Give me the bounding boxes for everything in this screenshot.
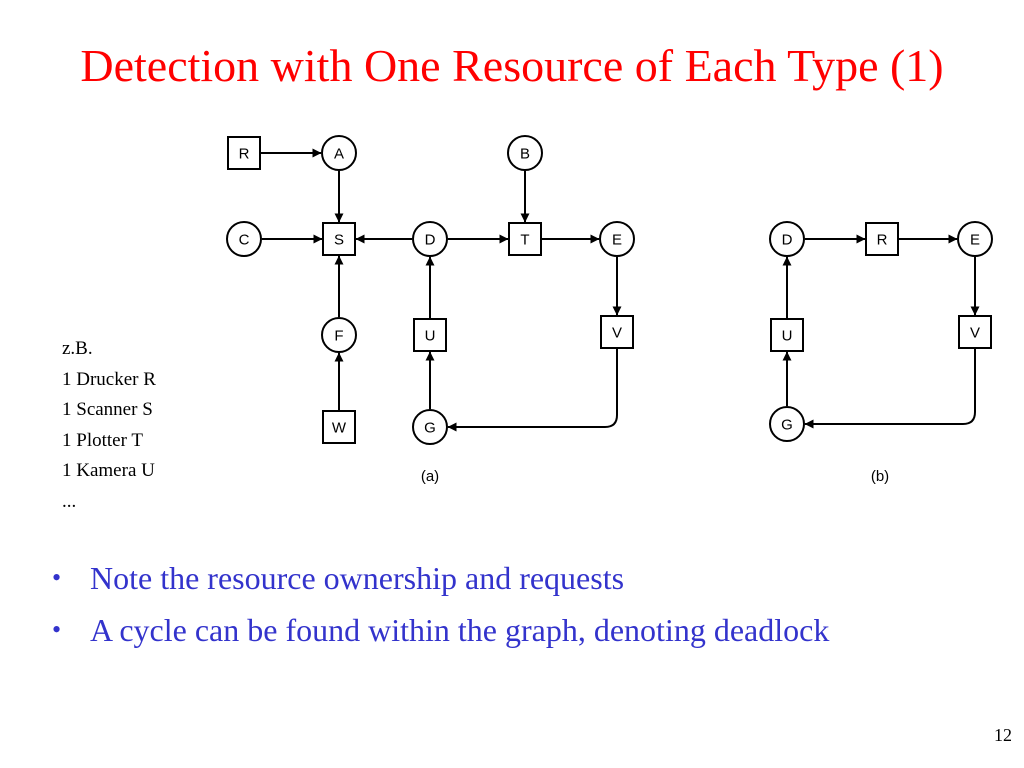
node-label: G	[781, 417, 793, 434]
node-label: G	[424, 420, 436, 437]
node-label: R	[239, 146, 250, 163]
bullet-item: • Note the resource ownership and reques…	[48, 552, 829, 604]
resource-square	[958, 315, 992, 349]
node-label: A	[334, 146, 344, 163]
resource-square	[865, 222, 899, 256]
process-circle	[507, 135, 543, 171]
legend-line: 1 Plotter T	[62, 429, 143, 451]
process-circle	[957, 221, 993, 257]
process-circle	[412, 221, 448, 257]
process-circle	[321, 135, 357, 171]
node-label: U	[425, 328, 436, 345]
caption-graph-b: (b)	[871, 468, 889, 485]
process-node-a: A	[321, 135, 357, 171]
process-node-d: D	[412, 221, 448, 257]
resource-square	[322, 222, 356, 256]
node-label: U	[782, 328, 793, 345]
resource-node-u: U	[413, 318, 447, 352]
resource-square	[413, 318, 447, 352]
bullet-text: Note the resource ownership and requests	[90, 560, 625, 596]
resource-node-w: W	[322, 410, 356, 444]
edge-v-to-g	[447, 349, 618, 432]
node-label: E	[612, 232, 622, 249]
legend-line: 1 Drucker R	[62, 368, 156, 390]
node-label: D	[782, 232, 793, 249]
process-node-b: B	[507, 135, 543, 171]
node-label: E	[970, 232, 980, 249]
edge-v-to-g	[804, 349, 976, 429]
bullet-list: • Note the resource ownership and reques…	[48, 552, 829, 656]
node-label: S	[334, 232, 344, 249]
process-node-c: C	[226, 221, 262, 257]
resource-node-r: R	[865, 222, 899, 256]
resource-square	[508, 222, 542, 256]
bullet-marker: •	[52, 615, 62, 644]
process-circle	[226, 221, 262, 257]
node-label: V	[970, 325, 980, 342]
graph-edges	[261, 148, 980, 432]
bullet-text: A cycle can be found within the graph, d…	[90, 612, 830, 648]
process-node-g: G	[412, 409, 448, 445]
node-label: B	[520, 146, 530, 163]
resource-node-v: V	[958, 315, 992, 349]
process-circle	[769, 406, 805, 442]
resource-square	[770, 318, 804, 352]
graph-nodes: R A B C S D T E F U V W G D R E U V G	[226, 135, 993, 445]
process-circle	[769, 221, 805, 257]
node-label: R	[877, 232, 888, 249]
legend-line: z.B.	[62, 338, 93, 359]
process-circle	[321, 317, 357, 353]
resource-legend: z.B. 1 Drucker R 1 Scanner S 1 Plotter T…	[62, 334, 156, 517]
legend-line: 1 Scanner S	[62, 399, 153, 420]
process-node-e: E	[957, 221, 993, 257]
bullet-marker: •	[52, 563, 62, 592]
process-circle	[412, 409, 448, 445]
slide-title: Detection with One Resource of Each Type…	[80, 40, 944, 91]
bullet-item: • A cycle can be found within the graph,…	[48, 604, 829, 656]
resource-node-r: R	[227, 136, 261, 170]
resource-square	[322, 410, 356, 444]
process-circle	[599, 221, 635, 257]
legend-line: 1 Kamera U	[62, 460, 155, 481]
resource-square	[227, 136, 261, 170]
legend-line: ...	[62, 490, 77, 512]
node-label: C	[239, 232, 250, 249]
process-node-d: D	[769, 221, 805, 257]
resource-node-u: U	[770, 318, 804, 352]
resource-square	[600, 315, 634, 349]
node-label: V	[612, 325, 622, 342]
node-label: W	[332, 420, 347, 437]
process-node-f: F	[321, 317, 357, 353]
resource-node-s: S	[322, 222, 356, 256]
resource-node-v: V	[600, 315, 634, 349]
node-label: F	[334, 328, 343, 345]
resource-node-t: T	[508, 222, 542, 256]
page-number: 12	[994, 725, 1012, 745]
node-label: D	[425, 232, 436, 249]
process-node-e: E	[599, 221, 635, 257]
caption-graph-a: (a)	[421, 468, 439, 485]
node-label: T	[520, 232, 529, 249]
process-node-g: G	[769, 406, 805, 442]
